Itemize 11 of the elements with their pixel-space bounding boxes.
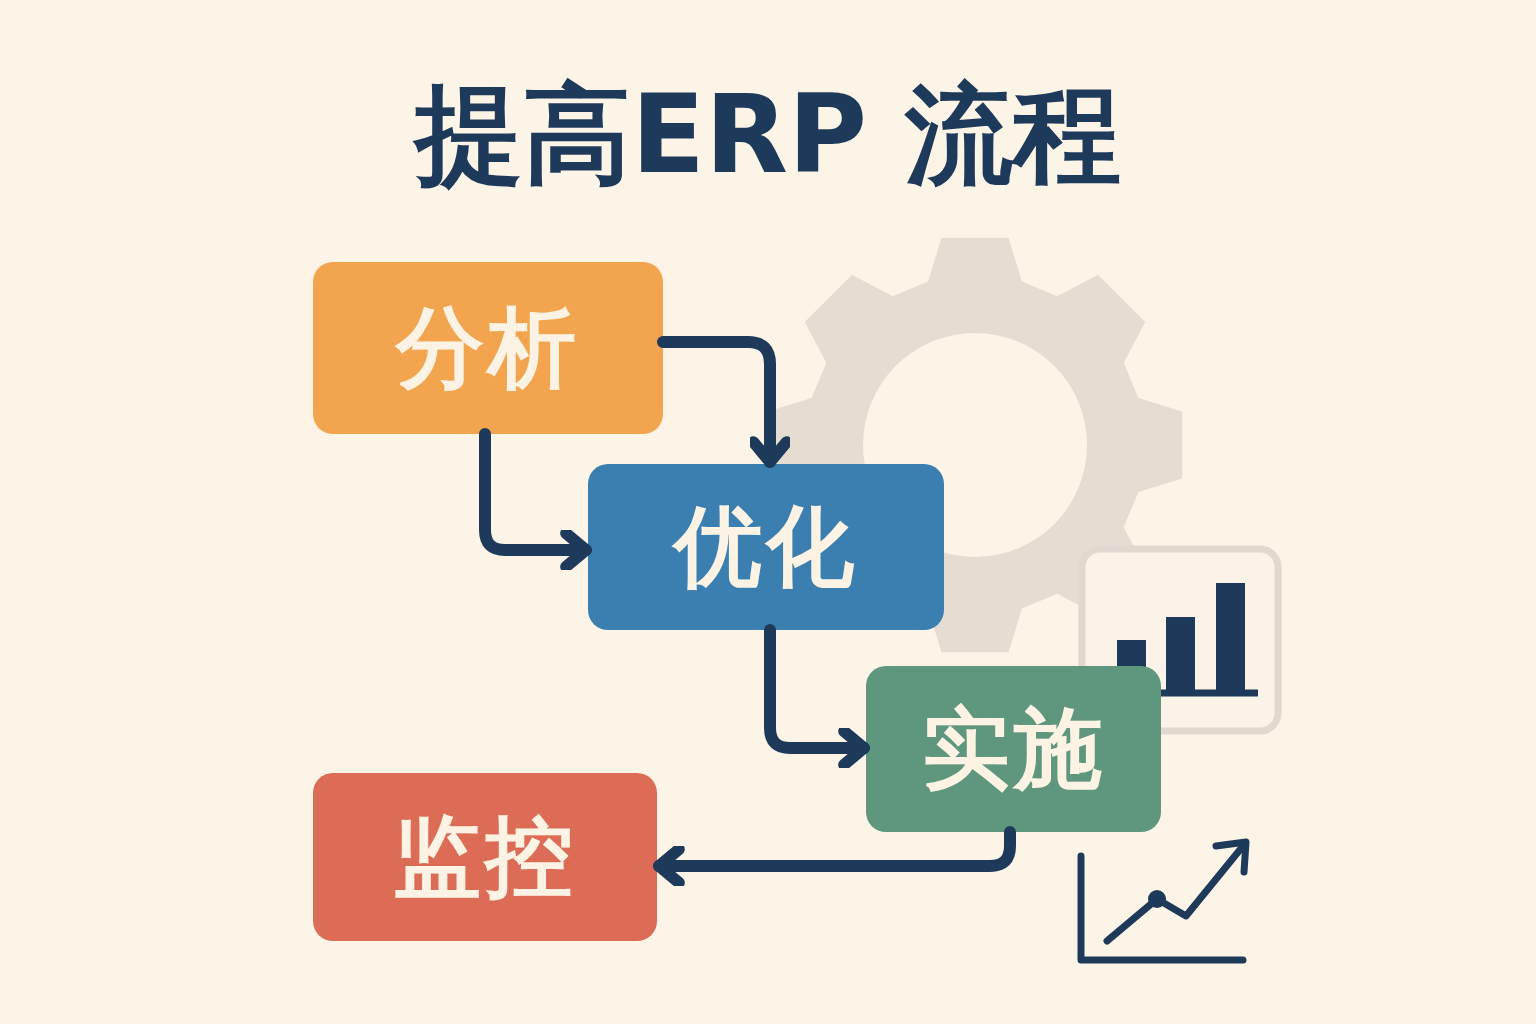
arrow bbox=[657, 336, 793, 468]
process-box bbox=[313, 262, 663, 434]
step-label: 分析 bbox=[396, 294, 580, 401]
process-box bbox=[866, 666, 1161, 832]
process-box bbox=[313, 773, 657, 941]
step-label: 实施 bbox=[921, 695, 1106, 802]
arrow bbox=[653, 826, 1016, 889]
arrow bbox=[479, 428, 592, 573]
process-box bbox=[588, 464, 944, 630]
arrow bbox=[764, 624, 870, 771]
step-label: 监控 bbox=[393, 803, 577, 910]
